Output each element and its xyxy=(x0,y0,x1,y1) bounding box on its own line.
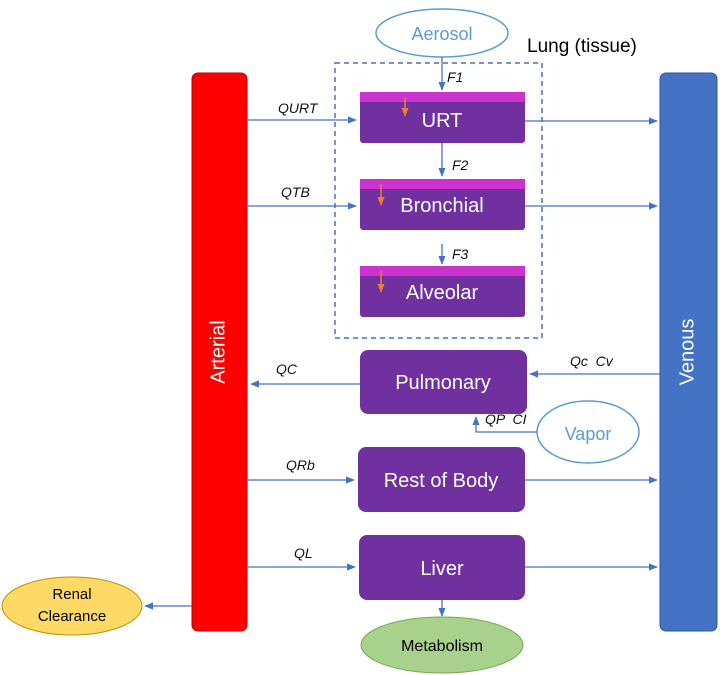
alveolar-box xyxy=(360,266,525,317)
liver-label: Liver xyxy=(420,558,464,580)
flow-ql: QL xyxy=(294,545,313,561)
vapor-label: Vapor xyxy=(565,424,612,444)
renal-clearance-output xyxy=(1,576,143,636)
renal-label-line1: Renal xyxy=(52,586,91,603)
flow-qtb: QTB xyxy=(281,184,310,200)
pulmonary-box xyxy=(360,350,527,414)
aerosol-label: Aerosol xyxy=(411,24,472,44)
bronchial-epithelium xyxy=(360,179,525,189)
liver-box xyxy=(359,535,525,600)
flow-f1: F1 xyxy=(447,69,463,85)
rest-of-body-box xyxy=(358,447,525,512)
flow-f2: F2 xyxy=(452,157,469,173)
urt-label: URT xyxy=(422,110,463,132)
lung-tissue-box xyxy=(334,62,543,339)
arrow-vapor-pulmonary xyxy=(472,416,537,433)
arterial-label: Arterial xyxy=(207,320,229,383)
rest-of-body-label: Rest of Body xyxy=(384,470,499,492)
renal-label-line2: Clearance xyxy=(38,608,106,625)
flow-qrb: QRb xyxy=(286,457,315,473)
venous-bar xyxy=(659,72,718,632)
urt-epithelium xyxy=(360,92,525,102)
alveolar-label: Alveolar xyxy=(406,282,479,304)
flow-qp-ci: QP CI xyxy=(485,411,527,427)
flow-f3: F3 xyxy=(452,246,469,262)
venous-label: Venous xyxy=(676,319,698,386)
metabolism-output xyxy=(360,616,524,674)
flow-qurt: QURT xyxy=(278,100,319,116)
flow-qc: QC xyxy=(276,361,298,377)
arterial-bar xyxy=(191,72,248,632)
flow-qc-cv: Qc Cv xyxy=(570,353,614,369)
alveolar-epithelium xyxy=(360,266,525,276)
urt-box xyxy=(360,92,525,143)
pulmonary-label: Pulmonary xyxy=(395,372,491,394)
bronchial-label: Bronchial xyxy=(400,195,483,217)
lung-title: Lung (tissue) xyxy=(527,36,637,57)
metabolism-label: Metabolism xyxy=(401,638,483,655)
bronchial-box xyxy=(360,179,525,230)
